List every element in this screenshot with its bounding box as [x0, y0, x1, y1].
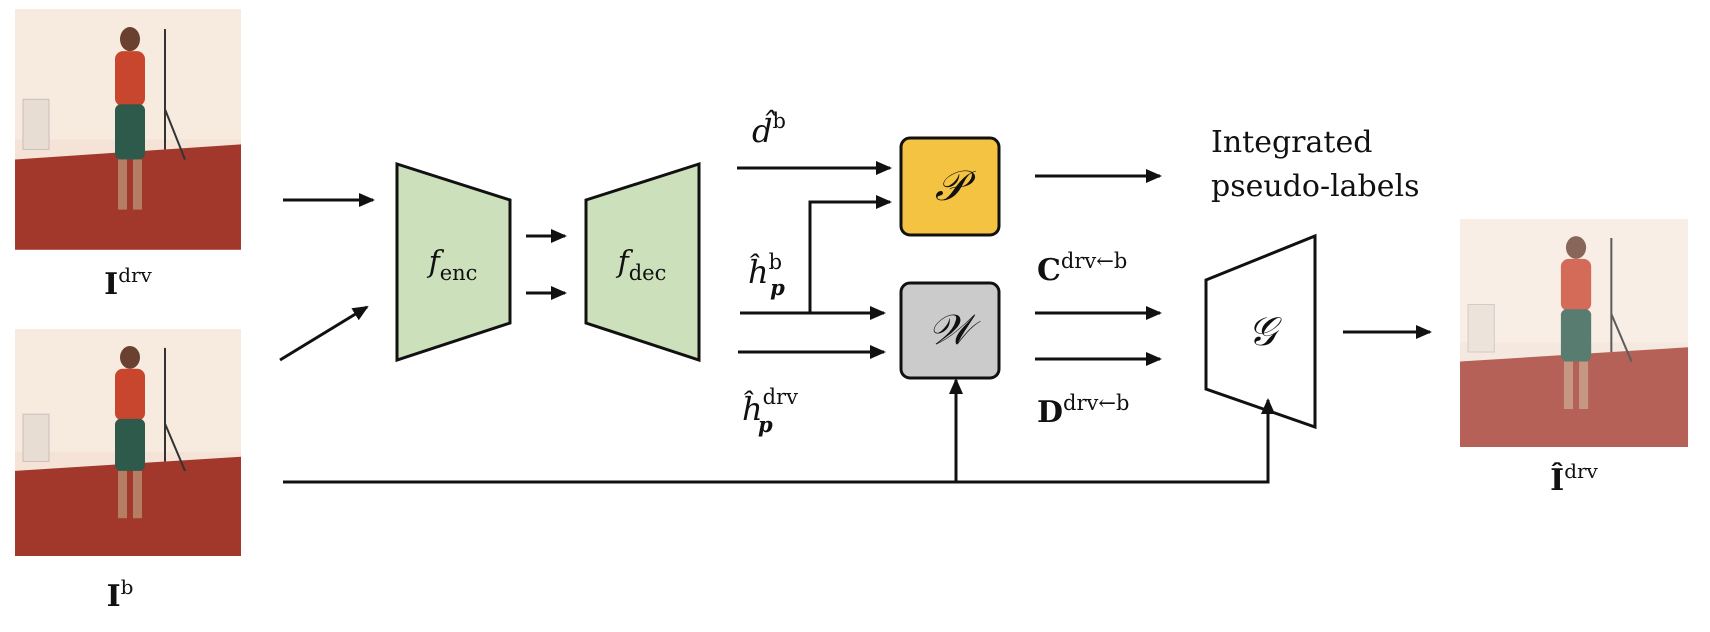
correspondence-label: Cdrv←b — [1037, 249, 1127, 288]
driving-image — [13, 7, 243, 251]
displacement-label: Ddrv←b — [1037, 391, 1129, 430]
encoder-block — [395, 161, 512, 363]
generator-block — [1204, 233, 1317, 430]
driving-image-label: Idrv — [104, 263, 152, 302]
decoder-block — [584, 161, 701, 363]
depth-label: d̂b — [752, 109, 786, 150]
pseudo-label-module — [899, 136, 1001, 237]
arrow-base-to-encoder — [279, 305, 369, 362]
output-image — [1458, 217, 1690, 449]
arrow-base-to-G — [283, 398, 1275, 484]
base-image-label: Ib — [107, 575, 134, 614]
output-image-label: Îdrv — [1550, 459, 1598, 498]
pseudo-labels-line1: Integrated — [1211, 125, 1372, 160]
base-image — [14, 328, 242, 558]
pseudo-labels-line2: pseudo-labels — [1211, 169, 1420, 204]
arrow-hb-to-P — [808, 195, 892, 313]
